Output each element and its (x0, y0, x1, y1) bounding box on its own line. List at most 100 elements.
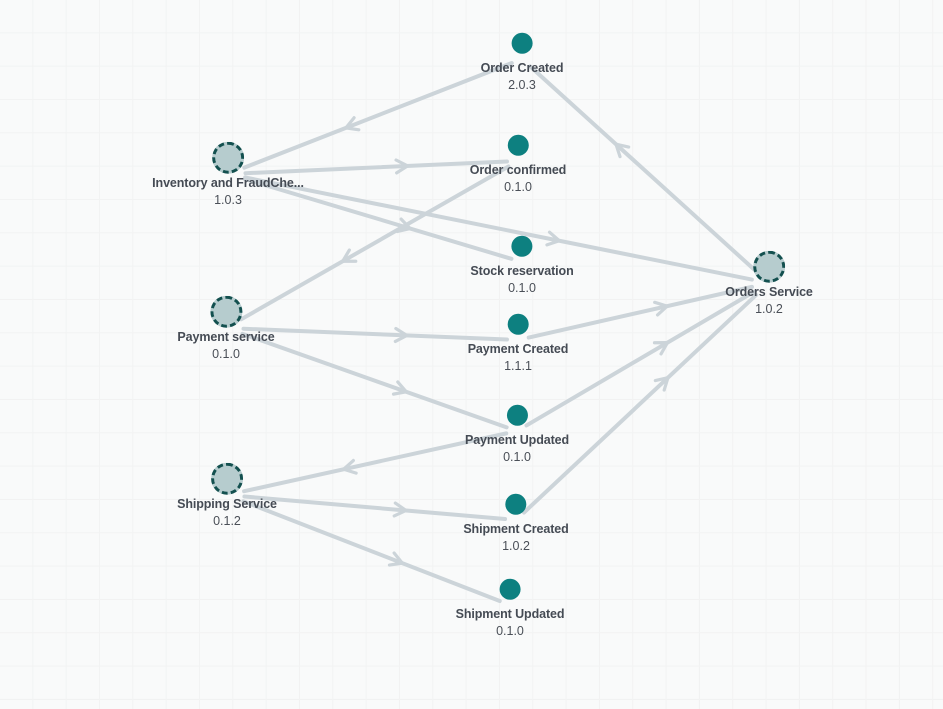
edge-line (243, 159, 510, 176)
graph-node-orders-service[interactable]: Orders Service 1.0.2 (725, 250, 813, 317)
graph-edge-e14[interactable] (522, 292, 759, 515)
edge-line (241, 499, 502, 604)
filled-circle-icon (511, 32, 533, 54)
service-node-icon[interactable] (210, 462, 243, 496)
edge-line (241, 326, 510, 342)
graph-edge-e6[interactable] (241, 326, 510, 344)
node-title: Shipping Service (177, 496, 277, 511)
edge-line (240, 331, 509, 430)
node-label-group: Inventory and FraudChe... 1.0.3 (152, 176, 304, 208)
event-node-icon[interactable] (499, 572, 521, 606)
event-node-icon[interactable] (507, 307, 529, 341)
graph-node-shipment-updated[interactable]: Shipment Updated 0.1.0 (456, 572, 565, 639)
edge-arrowhead-icon (652, 341, 670, 356)
edge-arrowhead-icon (391, 380, 408, 396)
graph-edge-e12[interactable] (526, 284, 754, 340)
dashed-circle-icon (210, 462, 243, 495)
node-title: Payment Created (467, 341, 569, 356)
edge-arrowhead-icon (545, 230, 561, 247)
node-version: 0.1.0 (503, 449, 531, 464)
graph-edge-e5[interactable] (239, 164, 511, 322)
node-version: 0.1.2 (213, 513, 241, 528)
node-label-group: Payment service 0.1.0 (177, 330, 274, 362)
graph-node-payment-updated[interactable]: Payment Updated 0.1.0 (465, 398, 569, 465)
node-title: Order Created (480, 60, 564, 75)
node-title: Payment Updated (464, 432, 570, 447)
event-node-icon[interactable] (505, 487, 527, 521)
graph-node-stock-reservation[interactable]: Stock reservation 0.1.0 (470, 229, 574, 296)
node-label-group: Shipment Updated 0.1.0 (456, 607, 565, 639)
service-node-icon[interactable] (212, 141, 244, 175)
node-title: Orders Service (725, 284, 813, 299)
graph-edge-e9[interactable] (242, 494, 508, 522)
graph-node-order-created[interactable]: Order Created 2.0.3 (481, 26, 564, 93)
graph-edge-e2[interactable] (243, 158, 510, 176)
edge-arrowhead-icon (393, 326, 409, 344)
node-version: 1.0.2 (502, 538, 530, 553)
graph-edge-e3[interactable] (242, 177, 514, 261)
edge-arrowhead-icon (341, 248, 358, 263)
node-version: 0.1.0 (496, 623, 524, 638)
event-node-icon[interactable] (506, 398, 528, 432)
graph-edge-e4[interactable] (243, 175, 754, 282)
edge-line (526, 284, 754, 340)
node-version: 2.0.3 (508, 77, 536, 92)
edge-arrowhead-icon (394, 158, 410, 175)
node-title: Payment service (177, 329, 275, 344)
node-title: Inventory and FraudChe... (152, 175, 304, 190)
node-label-group: Orders Service 1.0.2 (725, 285, 813, 317)
graph-node-shipping-service[interactable]: Shipping Service 0.1.2 (177, 462, 277, 529)
graph-edge-e7[interactable] (240, 331, 509, 430)
filled-circle-icon (506, 404, 528, 426)
service-node-icon[interactable] (752, 250, 785, 284)
graph-node-payment-service[interactable]: Payment service 0.1.0 (177, 295, 275, 362)
edge-line (522, 292, 759, 515)
edge-arrowhead-icon (614, 142, 631, 159)
graph-edge-e11[interactable] (528, 64, 759, 274)
event-node-icon[interactable] (507, 128, 529, 162)
node-label-group: Stock reservation 0.1.0 (470, 264, 573, 296)
edge-arrowhead-icon (653, 300, 669, 317)
edge-line (239, 164, 511, 322)
node-version: 0.1.0 (504, 179, 532, 194)
graph-edge-e8[interactable] (242, 431, 509, 494)
filled-circle-icon (499, 578, 521, 600)
node-label-group: Shipping Service 0.1.2 (177, 497, 277, 529)
graph-node-order-confirmed[interactable]: Order confirmed 0.1.0 (470, 128, 566, 195)
edge-line (242, 177, 514, 261)
graph-node-inventory-service[interactable]: Inventory and FraudChe... 1.0.3 (152, 141, 304, 208)
edge-arrowhead-icon (392, 501, 408, 518)
node-version: 0.1.0 (212, 346, 240, 361)
node-version: 1.1.1 (504, 358, 532, 373)
node-version: 1.0.3 (214, 192, 242, 207)
edge-line (243, 175, 754, 282)
filled-circle-icon (507, 134, 529, 156)
node-title: Stock reservation (470, 263, 574, 278)
node-title: Shipment Updated (455, 606, 565, 621)
filled-circle-icon (507, 313, 529, 335)
event-node-icon[interactable] (511, 26, 533, 60)
node-label-group: Order Created 2.0.3 (481, 61, 564, 93)
dashed-circle-icon (212, 141, 244, 174)
edge-line (528, 64, 759, 274)
edge-line (242, 61, 514, 170)
edge-line (524, 289, 756, 428)
edge-arrowhead-icon (344, 116, 361, 132)
node-version: 1.0.2 (755, 301, 783, 316)
event-node-icon[interactable] (511, 229, 533, 263)
filled-circle-icon (505, 493, 527, 515)
service-node-icon[interactable] (210, 295, 242, 329)
graph-edge-e1[interactable] (242, 61, 514, 170)
node-version: 0.1.0 (508, 280, 536, 295)
node-title: Order confirmed (469, 162, 567, 177)
graph-edge-e13[interactable] (524, 289, 756, 428)
graph-edge-e10[interactable] (241, 499, 502, 604)
graph-node-payment-created[interactable]: Payment Created 1.1.1 (467, 307, 569, 374)
dashed-circle-icon (210, 295, 242, 328)
node-label-group: Order confirmed 0.1.0 (469, 162, 567, 195)
dashed-circle-icon (752, 250, 785, 283)
